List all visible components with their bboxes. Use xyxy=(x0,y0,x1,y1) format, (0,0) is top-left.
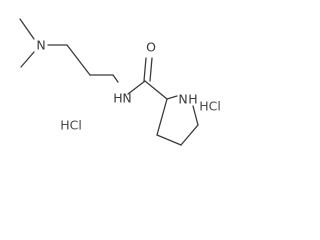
bond-carbonyl-to-ring xyxy=(144,80,168,100)
amine-nitrogen-label: N xyxy=(36,38,45,53)
bond-methyl-top xyxy=(19,18,35,40)
bond-ring-c2-n xyxy=(166,95,178,100)
bond-methyl-bottom xyxy=(20,51,35,68)
bond-chain-3 xyxy=(112,74,119,83)
ring-nitrogen-label: N xyxy=(178,92,187,107)
hcl-right-label: HCl xyxy=(199,99,221,114)
amide-hydrogen-label: H xyxy=(113,91,122,106)
bond-ring-c5-c4 xyxy=(180,124,199,146)
bond-carbonyl-2 xyxy=(149,57,153,82)
bond-ring-c3-c2 xyxy=(156,98,168,136)
bond-ring-n-c5 xyxy=(192,105,199,126)
ring-hydrogen-label: H xyxy=(188,92,197,107)
chemical-structure: N H N O N H HCl HCl xyxy=(19,18,221,146)
bond-amide-n-c xyxy=(127,80,146,95)
bond-carbonyl-1 xyxy=(143,57,147,82)
bond-chain-1 xyxy=(66,44,91,76)
carbonyl-oxygen-label: O xyxy=(146,40,156,55)
amide-nitrogen-label: N xyxy=(122,91,131,106)
bond-ring-c4-c3 xyxy=(156,134,182,146)
hcl-left-label: HCl xyxy=(60,118,82,133)
